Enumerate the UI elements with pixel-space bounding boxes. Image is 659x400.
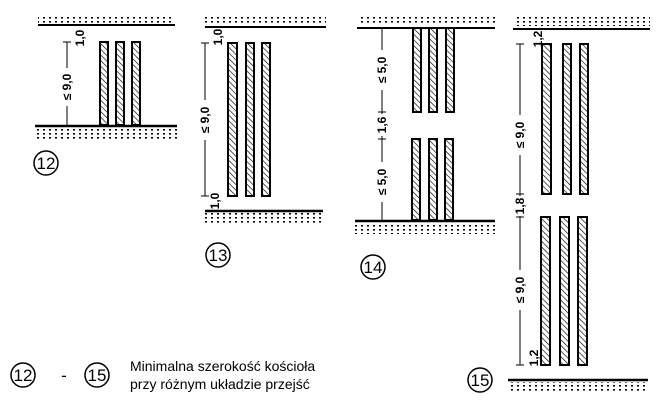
dim-label: ≤ 5,0	[375, 168, 389, 195]
dim-label: 1,0	[73, 29, 87, 46]
pew-row	[541, 43, 589, 195]
dim-label: 1,0	[211, 28, 225, 45]
figure-14: ≤ 5,0 1,6 ≤ 5,0 14	[355, 16, 495, 280]
ground-top	[513, 17, 650, 26]
figure-number-badge	[360, 254, 386, 280]
pew-row	[540, 216, 588, 366]
dim-label: 1,2	[531, 30, 545, 47]
dim-label: ≤ 5,0	[375, 56, 389, 83]
dim-label: ≤ 9,0	[513, 276, 527, 303]
figure-15: 1,2 ≤ 9,0 1,8 ≤ 9,0 1,2 15	[467, 17, 650, 393]
figure-number: 15	[471, 371, 490, 390]
ground-top	[357, 16, 495, 25]
figure-13: 1,0 ≤ 9,0 1,0 13	[198, 16, 326, 268]
pew-row	[412, 27, 455, 113]
caption-line-1: Minimalna szerokość kościoła	[130, 358, 316, 374]
pew-row	[411, 138, 454, 221]
ground-top	[38, 15, 175, 24]
ground-bottom	[35, 129, 177, 140]
ground-bottom	[205, 213, 323, 225]
figure-12: 1,0 ≤ 9,0 12	[33, 15, 177, 176]
caption-range-start: 12	[14, 366, 33, 385]
pew-row	[99, 41, 141, 126]
figure-number: 13	[209, 246, 228, 265]
ground-bottom	[508, 382, 648, 392]
dim-label: ≤ 9,0	[60, 73, 74, 100]
dim-label: 1,6	[375, 116, 389, 133]
ground-top	[205, 16, 326, 25]
dim-label: 1,8	[513, 197, 527, 214]
ground-bottom	[355, 223, 495, 234]
caption-line-2: przy różnym układzie przejść	[130, 376, 310, 392]
caption-range: 12 - 15	[10, 362, 110, 388]
figure-number-badge	[467, 367, 493, 393]
figure-number: 12	[37, 154, 56, 173]
caption: Minimalna szerokość kościoła przy różnym…	[130, 357, 315, 393]
figure-number-badge	[33, 150, 59, 176]
figure-number: 14	[364, 258, 383, 277]
dim-label: 1,0	[208, 192, 222, 209]
figure-number-badge	[205, 242, 231, 268]
pew-row	[227, 42, 271, 197]
caption-range-end: 15	[88, 366, 107, 385]
dim-label: ≤ 9,0	[513, 121, 527, 148]
dim-label: 1,2	[527, 349, 541, 366]
dim-label: ≤ 9,0	[198, 106, 212, 133]
caption-range-dash: -	[61, 366, 67, 385]
